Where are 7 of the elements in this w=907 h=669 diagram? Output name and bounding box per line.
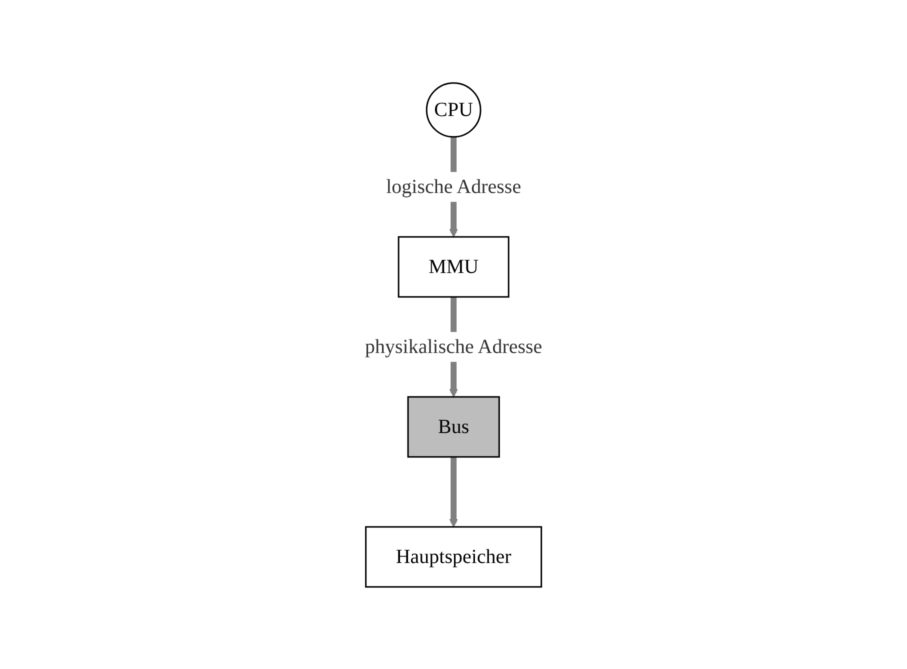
edge-label: logische Adresse [386, 175, 521, 198]
arrow [449, 456, 458, 527]
node-box: MMU [398, 236, 510, 298]
node-box: Bus [407, 396, 500, 458]
node-box: Hauptspeicher [365, 526, 542, 588]
edge-label: physikalische Adresse [364, 335, 542, 358]
node-circle: CPU [426, 82, 482, 138]
